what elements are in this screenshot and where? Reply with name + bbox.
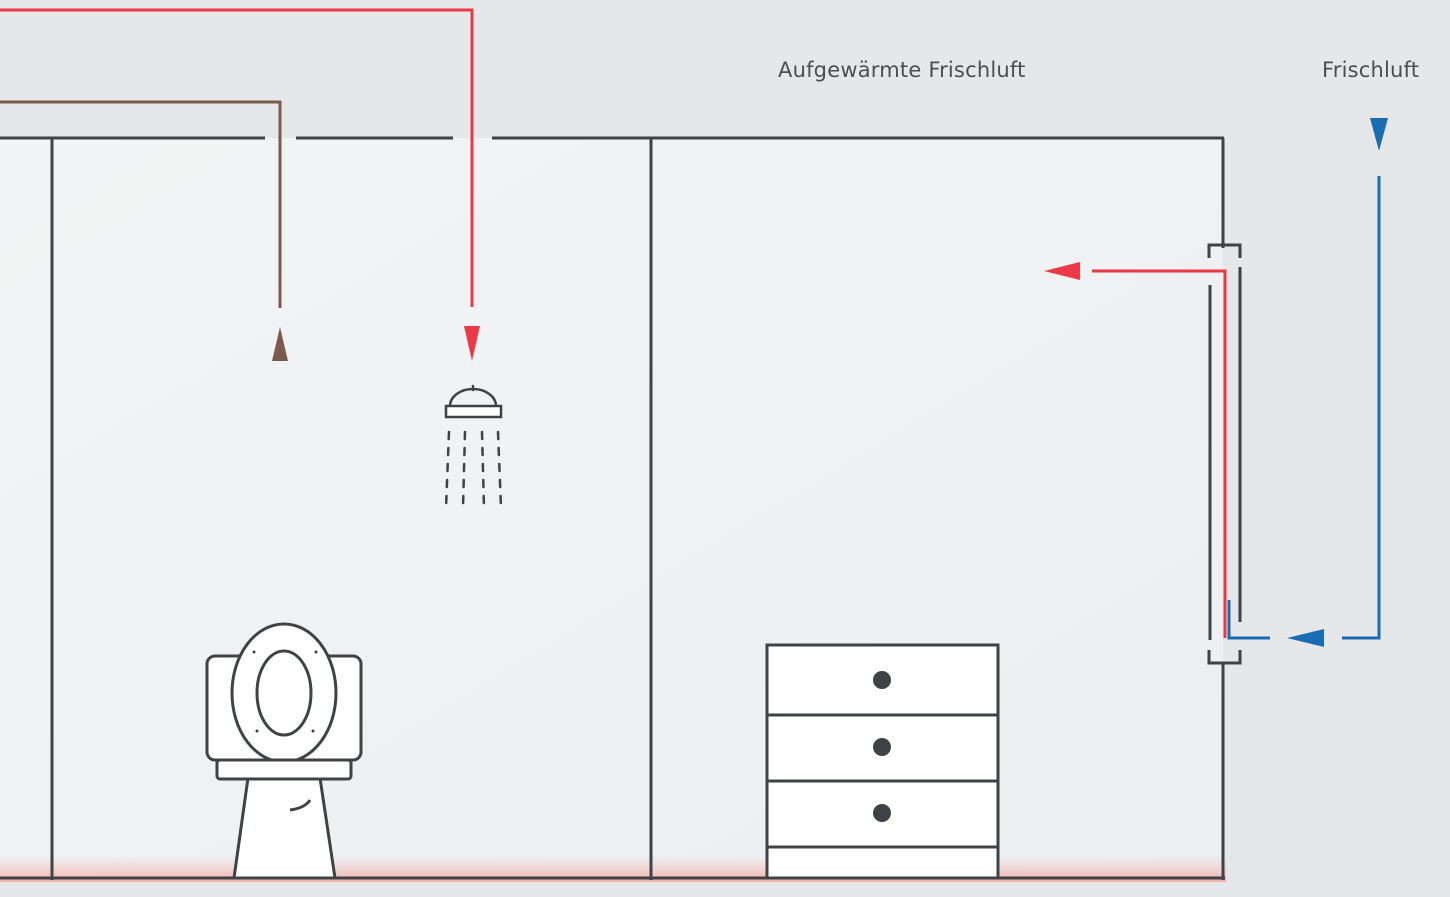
fresh-air-arrow-icon: [1370, 118, 1388, 151]
fresh-air-inlet-arrow-icon: [1287, 629, 1324, 647]
shower-icon: [444, 384, 503, 510]
warmed-fresh-air-label: Aufgewärmte Frischluft: [778, 58, 1026, 82]
fresh-air-label: Frischluft: [1322, 58, 1420, 82]
toilet-icon: [205, 622, 363, 880]
warmed-air-arrow-icon: [1044, 262, 1080, 280]
walls: [0, 138, 1225, 880]
warm-air-duct: [0, 8, 480, 361]
supply-air-arrow-icon: [464, 326, 480, 361]
exhaust-duct: [0, 100, 288, 361]
heat-exchanger-icon: [1207, 243, 1242, 665]
warmed-air-outlet: [1044, 262, 1227, 638]
house-interior: [0, 138, 1223, 880]
dresser-icon: [765, 643, 1000, 880]
exhaust-air-arrow-icon: [272, 327, 288, 361]
fresh-air-duct: [1227, 118, 1388, 647]
